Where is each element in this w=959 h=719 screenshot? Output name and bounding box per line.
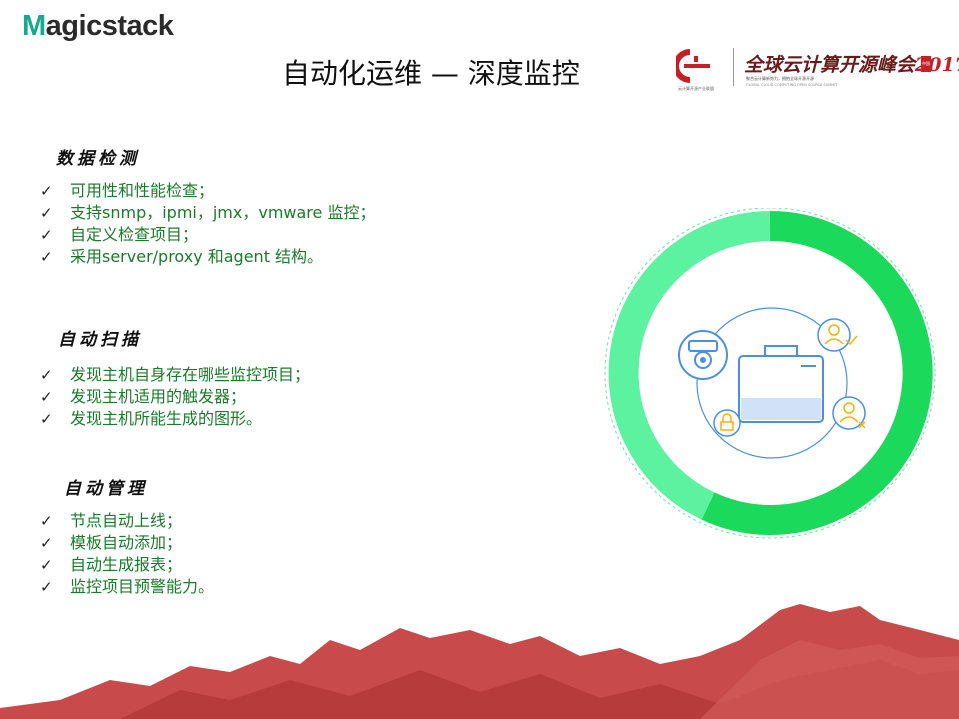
briefcase-icon — [738, 345, 824, 423]
section-heading-data-detection: 数据检测 — [56, 149, 140, 169]
list-item: ✓节点自动上线； — [40, 511, 183, 530]
great-wall-mountains-image — [0, 604, 959, 719]
list-item: ✓监控项目预警能力。 — [40, 577, 215, 596]
list-item: ✓发现主机自身存在哪些监控项目； — [40, 365, 311, 384]
section-heading-auto-scan: 自动扫描 — [58, 330, 142, 350]
event-english-name: GLOBAL CLOUD COMPUTING OPEN SOURCE SUMMI… — [746, 83, 838, 87]
user-x-icon — [832, 396, 866, 430]
check-icon: ✓ — [40, 204, 53, 222]
section-heading-auto-management: 自动管理 — [64, 479, 148, 499]
user-check-icon — [817, 318, 858, 352]
list-item: ✓发现主机所能生成的图形。 — [40, 409, 263, 428]
magicstack-logo: Magicstack — [22, 10, 174, 42]
event-logo: 云计算开源产业联盟 全球云计算开源峰会2017 聚合云计算新势力，拥抱全球开源开… — [676, 46, 959, 98]
check-icon: ✓ — [40, 556, 53, 574]
event-tagline: 聚合云计算新势力，拥抱全球开源开源 — [746, 76, 814, 81]
list-item: ✓自动生成报表； — [40, 555, 183, 574]
check-icon: ✓ — [40, 226, 53, 244]
list-item: ✓自定义检查项目； — [40, 225, 199, 244]
list-item: ✓可用性和性能检查； — [40, 181, 215, 200]
check-icon: ✓ — [40, 534, 53, 552]
check-icon: ✓ — [40, 182, 53, 200]
bullet-list-data-detection: ✓可用性和性能检查； ✓支持snmp，ipmi，jmx，vmware 监控； ✓… — [40, 180, 375, 268]
event-badge: 中国 — [921, 56, 931, 72]
lock-icon — [713, 409, 741, 437]
list-item: ✓采用server/proxy 和agent 结构。 — [40, 247, 324, 266]
list-item: ✓发现主机适用的触发器； — [40, 387, 247, 406]
slide-title: 自动化运维 — 深度监控 — [282, 57, 580, 90]
ring-segment-light — [608, 211, 771, 520]
check-icon: ✓ — [40, 388, 53, 406]
bullet-list-auto-scan: ✓发现主机自身存在哪些监控项目； ✓发现主机适用的触发器； ✓发现主机所能生成的… — [40, 364, 310, 430]
camera-icon — [678, 330, 728, 380]
bullet-list-auto-management: ✓节点自动上线； ✓模板自动添加； ✓自动生成报表； ✓监控项目预警能力。 — [40, 510, 214, 598]
check-icon: ✓ — [40, 512, 53, 530]
list-item: ✓模板自动添加； — [40, 533, 183, 552]
inner-orbit-circle — [696, 307, 848, 459]
list-item: ✓支持snmp，ipmi，jmx，vmware 监控； — [40, 203, 376, 222]
ring-segment-dark — [701, 210, 933, 535]
event-org-text: 云计算开源产业联盟 — [678, 86, 714, 91]
monitoring-ring-graphic — [604, 208, 936, 539]
check-icon: ✓ — [40, 366, 53, 384]
outer-dashed-ring — [604, 208, 936, 539]
event-emblem-icon — [676, 48, 734, 86]
check-icon: ✓ — [40, 248, 53, 266]
check-icon: ✓ — [40, 578, 53, 596]
check-icon: ✓ — [40, 410, 53, 428]
